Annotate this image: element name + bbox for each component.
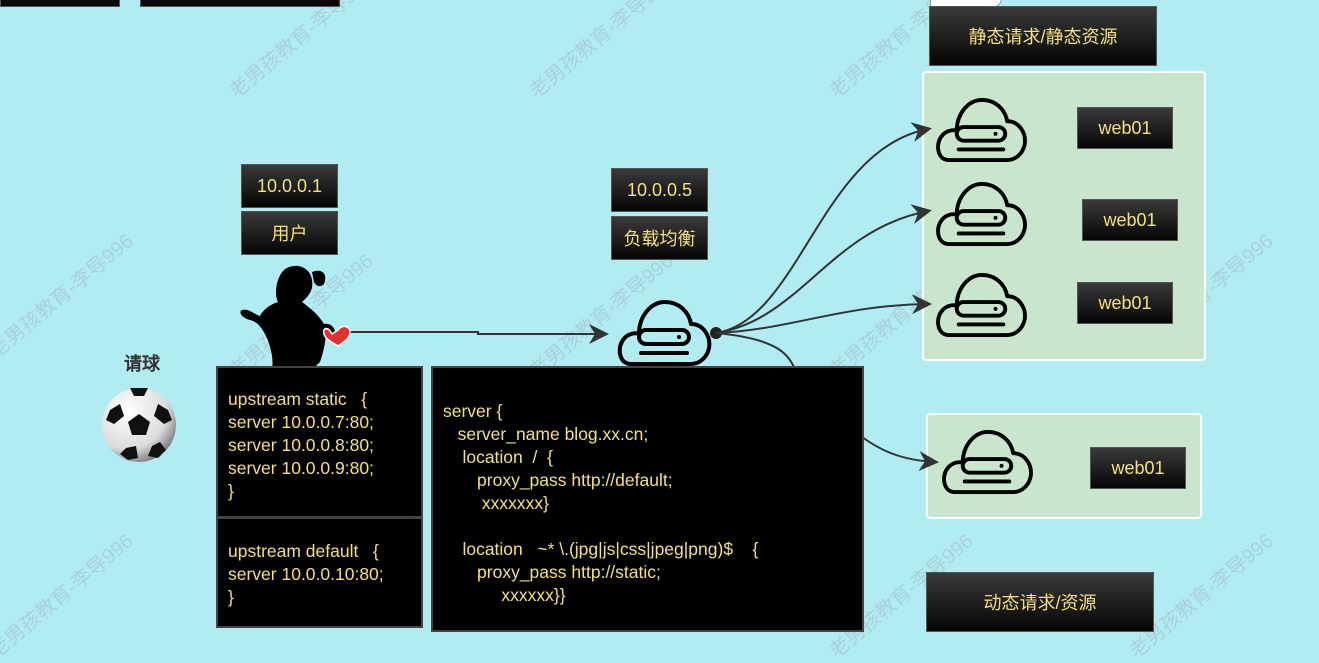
- user-label: 用户: [241, 211, 338, 255]
- soccer-ball-icon: [102, 388, 176, 462]
- user-silhouette-icon: [240, 265, 351, 370]
- upstream-static-code: upstream static { server 10.0.0.7:80; se…: [216, 366, 423, 518]
- web-server-label: web01: [1090, 447, 1186, 489]
- lb-to-web2-arrow: [715, 204, 932, 334]
- lb-label: 负载均衡: [611, 216, 708, 260]
- static-title: 静态请求/静态资源: [929, 6, 1157, 66]
- ball-label: 请球: [124, 354, 160, 374]
- lb-to-web1-arrow: [715, 122, 932, 334]
- lb-ip-label: 10.0.0.5: [611, 168, 708, 212]
- cropped-box: [140, 0, 340, 7]
- lb-to-web3-arrow: [715, 294, 932, 334]
- web-server-cloud-icon: [942, 429, 1033, 494]
- web-server-cloud-icon: [936, 97, 1027, 162]
- web-server-cloud-icon: [936, 181, 1027, 246]
- cropped-box: [0, 0, 120, 7]
- web-server-cloud-icon: [936, 272, 1027, 337]
- load-balancer-cloud-icon: [617, 300, 712, 366]
- web-server-label: web01: [1082, 199, 1178, 241]
- user-ip-label: 10.0.0.1: [241, 164, 338, 208]
- user-to-lb-arrow: [340, 324, 609, 344]
- upstream-default-code: upstream default { server 10.0.0.10:80; …: [216, 517, 423, 628]
- web-server-label: web01: [1077, 282, 1173, 324]
- dynamic-title: 动态请求/资源: [926, 572, 1154, 632]
- server-block-code: server { server_name blog.xx.cn; locatio…: [431, 366, 864, 632]
- web-server-label: web01: [1077, 107, 1173, 149]
